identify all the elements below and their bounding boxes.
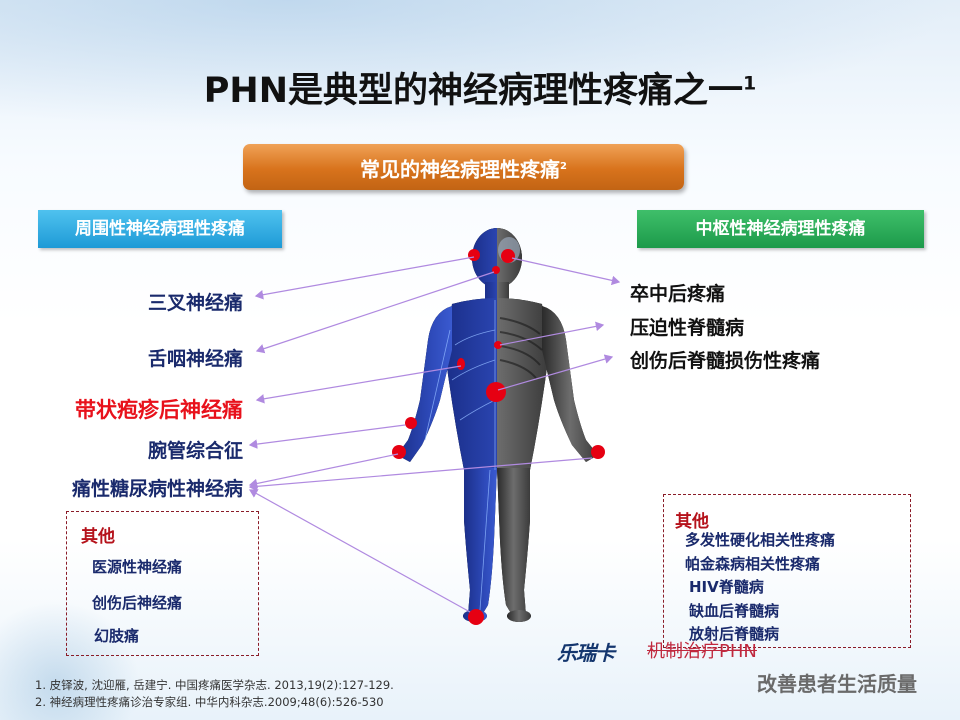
arrow-spinal-cord-injury xyxy=(497,354,614,391)
central-other-box: 其他 多发性硬化相关性疼痛 帕金森病相关性疼痛 HIV脊髓病 缺血后脊髓病 放射… xyxy=(663,494,911,648)
peripheral-other-item: 创伤后神经痛 xyxy=(92,594,183,612)
peripheral-item-diabetic-neuropathy: 痛性糖尿病性神经病 xyxy=(71,478,243,500)
peripheral-other-box: 其他 医源性神经痛 创伤后神经痛 幻肢痛 xyxy=(66,511,259,656)
pain-dot-head-right xyxy=(501,249,515,263)
brand-logo-text: 乐瑞卡 xyxy=(557,641,615,665)
reference-item: 1. 皮铎波, 沈迎雁, 岳建宁. 中国疼痛医学杂志. 2013,19(2):1… xyxy=(35,678,394,692)
peripheral-other-title: 其他 xyxy=(81,527,115,547)
arrow-diabetic-foot xyxy=(248,489,471,613)
references: 1. 皮铎波, 沈迎雁, 岳建宁. 中国疼痛医学杂志. 2013,19(2):1… xyxy=(35,677,394,711)
slide-title: PHN是典型的神经病理性疼痛之一1 xyxy=(203,71,757,111)
body-silhouette xyxy=(397,228,598,622)
reference-item: 2. 神经病理性疼痛诊治专家组. 中华内科杂志.2009;48(6):526-5… xyxy=(35,695,384,709)
arrow-stroke xyxy=(511,257,621,286)
peripheral-other-item: 医源性神经痛 xyxy=(92,558,183,576)
arrow-glossopharyngeal xyxy=(255,271,495,354)
common-pain-header: 常见的神经病理性疼痛2 xyxy=(243,144,684,190)
central-item-stroke: 卒中后疼痛 xyxy=(630,283,726,305)
pain-location-dots xyxy=(392,249,605,625)
pain-dot-left-foot xyxy=(468,609,484,625)
central-other-item: 多发性硬化相关性疼痛 xyxy=(685,531,836,549)
pain-dot-right-hand xyxy=(591,445,605,459)
arrow-trigeminal xyxy=(254,256,475,300)
central-other-item: HIV脊髓病 xyxy=(689,578,764,596)
pain-dot-head-left xyxy=(468,249,480,261)
pain-dot-spine xyxy=(494,341,502,349)
pain-dot-wrist xyxy=(405,417,417,429)
peripheral-header: 周围性神经病理性疼痛 xyxy=(38,210,282,248)
peripheral-item-carpal-tunnel: 腕管综合征 xyxy=(147,440,243,462)
arrow-diabetic-hand xyxy=(248,453,399,489)
pain-dot-torso xyxy=(486,382,506,402)
arrow-carpal-tunnel xyxy=(248,424,406,449)
central-other-item: 放射后脊髓病 xyxy=(689,625,780,643)
slogan: 改善患者生活质量 xyxy=(757,672,917,696)
peripheral-item-trigeminal: 三叉神经痛 xyxy=(147,292,243,314)
pain-dot-upper-arm xyxy=(457,358,465,370)
pointer-arrows xyxy=(248,256,621,613)
central-other-item: 帕金森病相关性疼痛 xyxy=(685,555,821,573)
neuron-background-decoration xyxy=(0,600,140,720)
central-header: 中枢性神经病理性疼痛 xyxy=(637,210,924,248)
central-item-compressive-myelopathy: 压迫性脊髓病 xyxy=(630,317,745,339)
peripheral-item-phn: 带状疱疹后神经痛 xyxy=(75,398,243,422)
peripheral-other-item: 幻肢痛 xyxy=(94,627,140,645)
arrow-phn xyxy=(255,365,462,404)
background-glow xyxy=(0,0,960,130)
pain-dot-left-hand xyxy=(392,445,406,459)
arrow-compressive-myelopathy xyxy=(499,321,605,346)
peripheral-item-glossopharyngeal: 舌咽神经痛 xyxy=(147,348,243,370)
brand-tagline: 机制治疗PHN xyxy=(647,637,757,663)
arrow-diabetic-right-hand xyxy=(248,457,593,492)
central-item-spinal-cord-injury: 创伤后脊髓损伤性疼痛 xyxy=(630,350,821,372)
central-other-item: 缺血后脊髓病 xyxy=(689,602,780,620)
central-other-title: 其他 xyxy=(675,512,709,532)
